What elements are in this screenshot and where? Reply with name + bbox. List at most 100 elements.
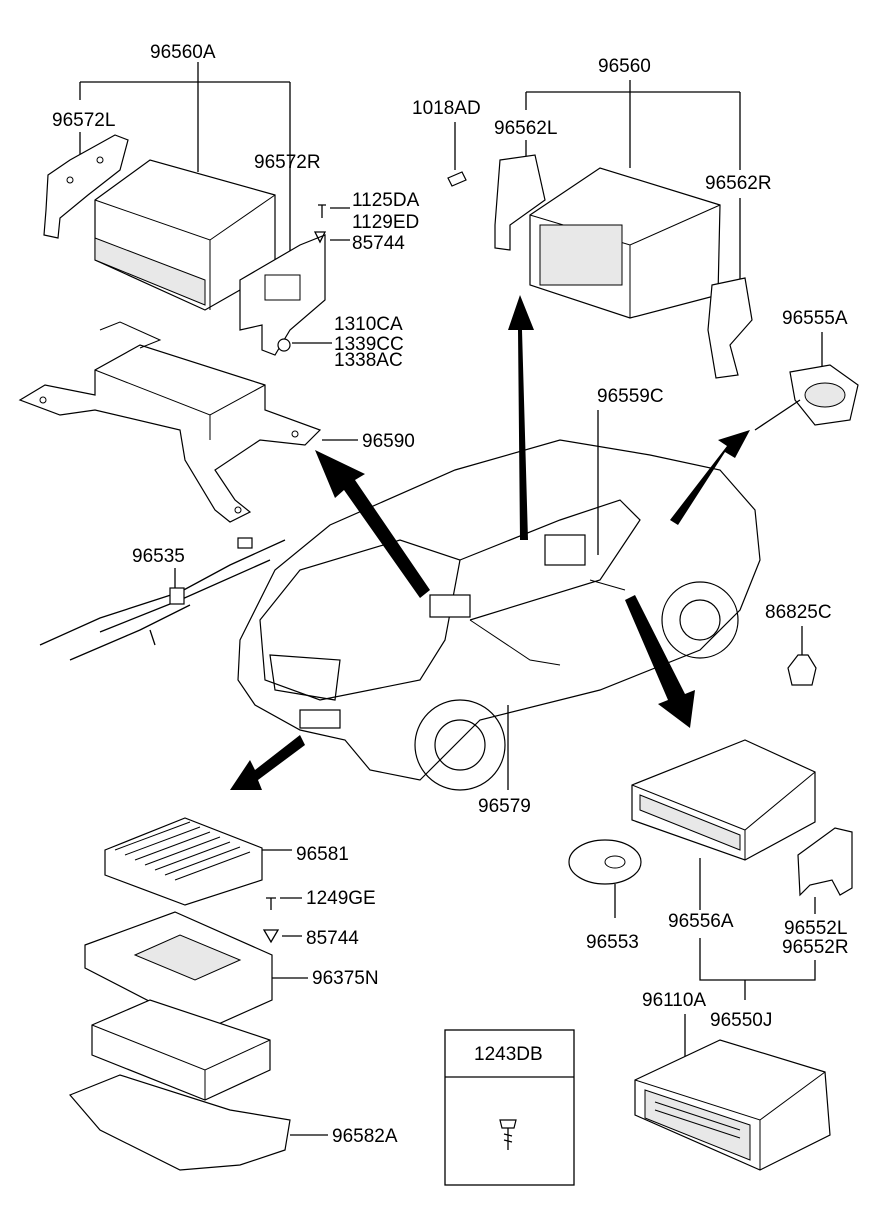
tray-hole [39,396,47,404]
bracket-hole [66,176,74,184]
vehicle-amp-location [299,709,341,729]
vehicle-dash-location [544,534,586,566]
vehicle: 96559C 96579 [237,386,761,817]
amplifier-96581 [104,817,263,906]
screw-85744-bottom [262,929,280,944]
tray-hole [234,506,242,514]
head-unit-96110A-edges [634,1071,826,1170]
label-86825C: 86825C [765,602,832,623]
label-1018AD: 1018AD [412,98,481,119]
label-85744-top: 85744 [352,233,405,254]
label-96572R: 96572R [254,152,321,173]
head-unit-96110A [634,1039,831,1171]
screw-1249GE [266,897,276,910]
module-96582A [91,999,271,1101]
screw-1018AD [447,171,467,187]
antenna-cable [754,399,801,431]
screw-1243DB-shank [503,1128,513,1150]
screw-85744-top [313,231,327,244]
disc-hole [604,855,626,869]
screw-1243DB-head [499,1119,517,1129]
label-1129ED: 1129ED [352,212,419,233]
tray-edges [94,321,266,440]
label-96535: 96535 [132,546,185,567]
label-96562R: 96562R [705,173,772,194]
tray-96590 [18,344,322,523]
group-96590: 96590 [18,321,415,523]
clip-86825C [787,654,817,686]
label-96555A: 96555A [782,308,848,329]
cd-changer-slot [639,794,741,851]
group-96581: 96581 1249GE 85744 [104,817,376,949]
group-96560: 1018AD 96560 96562L 96562R [412,56,772,379]
arrow-to-96555A [670,430,750,525]
vehicle-wiring [469,579,626,666]
nut-1339CC [277,338,291,352]
arrow-to-96590 [315,450,430,598]
leader-96550J-tree [699,938,816,1000]
label-96560A: 96560A [150,42,216,63]
label-96579: 96579 [478,796,531,817]
group-96582A: 96582A [68,999,398,1171]
bracket-hole [96,156,104,164]
bracket-96572L [43,134,129,239]
label-96552R: 96552R [782,937,849,958]
group-96560A: 96560A 96572L 96572R 1125DA 1129ED 85744… [43,42,420,371]
bracket-96552 [797,827,853,897]
arrow-to-96581 [230,735,305,790]
leader-screws-top [330,207,350,241]
amplifier-fins [114,821,251,881]
label-96572L: 96572L [52,110,115,131]
group-96535: 96535 [39,537,286,661]
vehicle-front-hub [679,599,721,641]
label-96581: 96581 [296,844,349,865]
leader-96560 [525,80,741,170]
label-96559C: 96559C [597,386,664,407]
label-96110A: 96110A [642,990,706,1011]
head-unit-96110A-buttons [654,1101,741,1139]
group-96375N: 96375N [84,911,379,1031]
bracket-96562L [494,154,546,251]
label-96550J: 96550J [710,1010,772,1031]
arrow-to-96550J [625,595,695,728]
head-unit-screen [539,224,623,286]
label-1243DB: 1243DB [474,1044,543,1065]
group-96550J: 96553 96556A 96552L 96552R 96110A 96550J [568,739,853,1171]
nav-unit-front [94,237,206,306]
label-96553: 96553 [586,932,639,953]
label-96590: 96590 [362,431,415,452]
vehicle-tailgate-plate [269,654,341,701]
vehicle-rear-window [259,539,461,701]
label-1125DA: 1125DA [352,190,420,211]
label-96556A: 96556A [668,911,734,932]
box-1243DB [444,1029,575,1186]
arrow-to-96560 [508,295,534,540]
nav-unit-edges [94,194,276,310]
vehicle-rear-hub [434,719,486,771]
arrows [230,295,750,790]
vehicle-body [237,439,761,781]
bracket-96562R [707,277,753,379]
vehicle-rear-wheel [414,699,506,791]
group-1243DB: 1243DB [444,1029,575,1186]
antenna-base [804,382,846,408]
cd-changer-96556A [631,739,816,861]
label-1338AC: 1338AC [334,350,403,371]
cd-changer-edges [631,771,816,860]
cable-connector [237,537,253,549]
label-1339CC: 1339CC [334,334,404,355]
label-1249GE: 1249GE [306,888,376,909]
group-96555A: 96555A [754,308,859,431]
bracket-96375N-window [133,934,242,981]
cable-connector [169,587,185,605]
label-96582A: 96582A [332,1126,398,1147]
leader-96560A [79,62,291,260]
vehicle-front-wheel [661,581,739,659]
module-96582A-edges [91,1024,271,1100]
screw-1125DA [318,204,326,218]
vehicle-nav-location [429,594,471,618]
label-96562L: 96562L [494,118,557,139]
label-96375N: 96375N [312,968,379,989]
group-86825C: 86825C [765,602,832,686]
bracket-window [264,274,301,301]
